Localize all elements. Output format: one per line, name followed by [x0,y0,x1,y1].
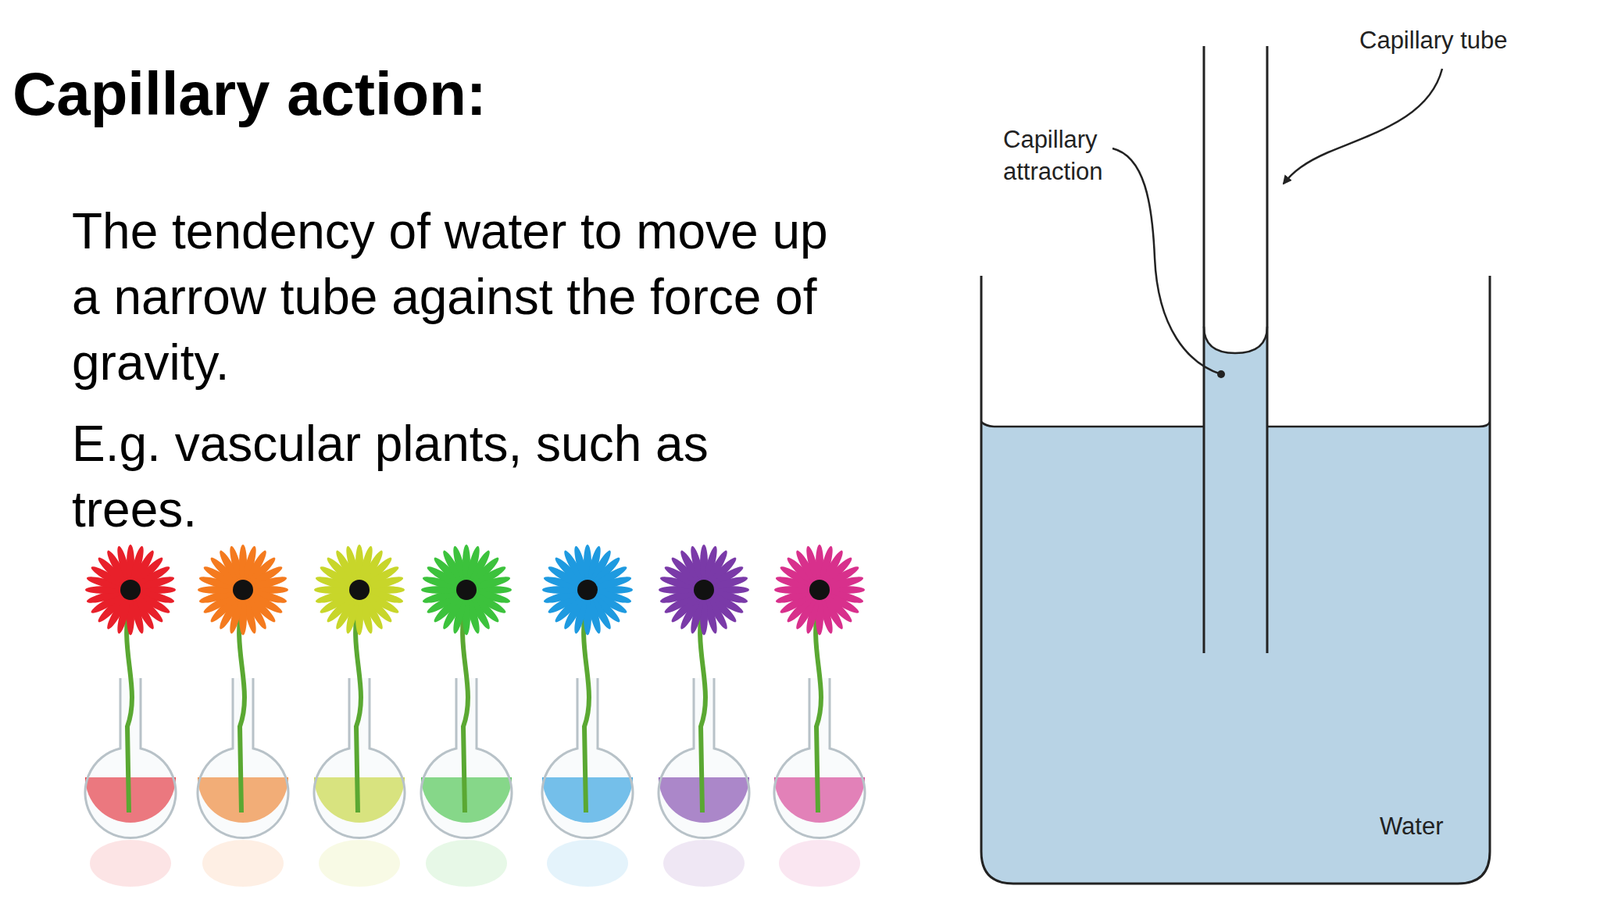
petal [825,574,865,592]
beaker-outline [981,275,1490,884]
flower-flask [314,544,405,887]
leader-dot [1217,370,1225,379]
reflection [546,839,629,887]
flower-flask [774,544,865,887]
reflection [778,839,861,887]
petal [249,574,288,592]
capillary-tube-wall [1266,46,1269,654]
flower-center [232,579,254,600]
reflection [89,839,172,887]
flower-flask [197,544,289,887]
flower-flask [542,544,633,887]
petal [710,574,749,592]
flower-center [809,579,830,600]
meniscus [1203,326,1268,354]
flower-center [120,579,141,600]
body-text: E.g. vascular plants, such as trees. [71,410,807,543]
body-text: The tendency of water to move up a narro… [71,198,838,396]
flower-flask [421,544,512,887]
petal [365,574,404,592]
reflection [202,839,284,887]
petal [136,574,175,592]
flowers-in-flasks [85,544,865,887]
tube-water [1203,326,1268,427]
petal [593,574,633,592]
water-surface [981,421,1490,427]
leader-arrow [1283,68,1443,184]
flower-center [693,579,715,600]
flower-center [577,579,598,600]
reflection [318,839,400,887]
reflection [425,839,508,887]
part-label: Capillary tube [1359,26,1508,55]
flower-flask [85,544,176,887]
beaker [981,46,1490,884]
flower-center [349,579,370,600]
flower-flask [658,544,750,887]
reflection [663,839,745,887]
flower-center [456,579,477,600]
part-label: Capillary attraction [1003,123,1129,188]
part-label: Water [1379,812,1444,841]
petal [472,574,511,592]
capillary-tube-wall [1203,46,1206,654]
leader-line [1112,148,1222,375]
slide-title: Capillary action: [12,60,487,129]
beaker-water [981,421,1490,884]
